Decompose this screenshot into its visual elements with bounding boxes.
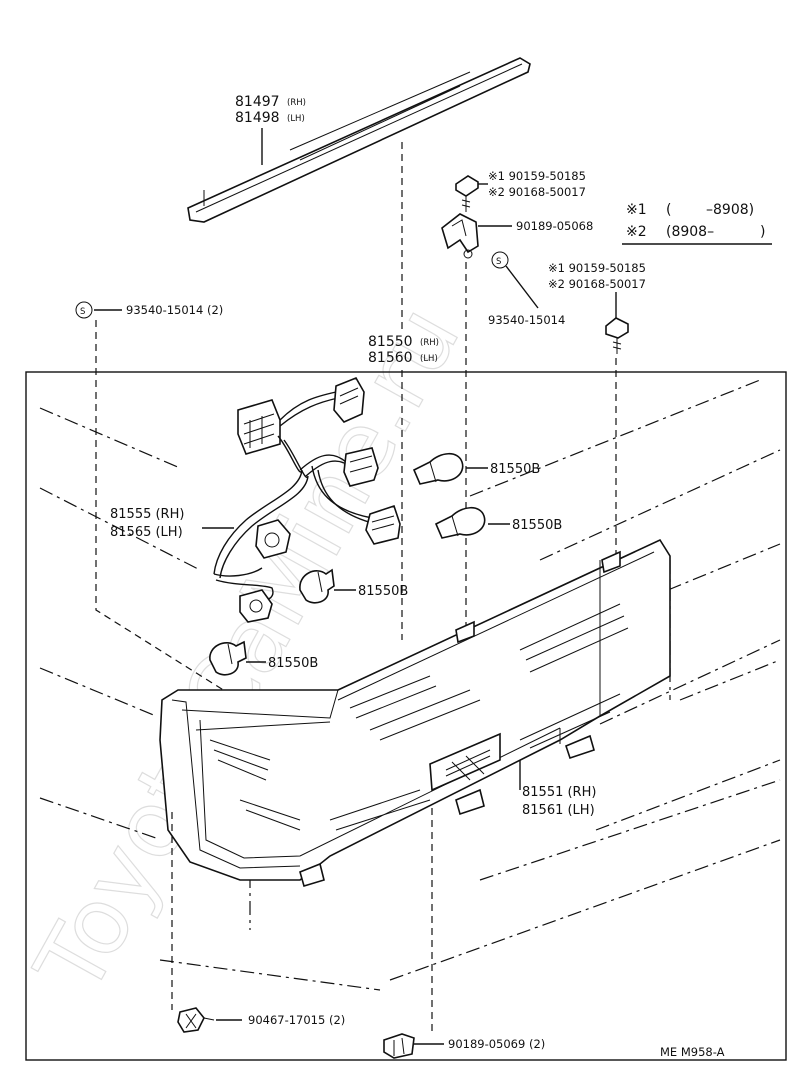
- label-nut-left: 93540-15014 (2): [126, 303, 223, 317]
- bulb-icon-1: [412, 452, 464, 485]
- s-mark-label: S: [496, 257, 501, 267]
- garnish-moulding: [187, 57, 531, 223]
- label-lens-rh: 81551 (RH): [522, 785, 596, 800]
- tail-lamp-lens: [159, 538, 671, 887]
- screw-icon: [177, 1007, 215, 1033]
- watermark: ToyotaCaMine.ru: [15, 289, 480, 1012]
- legend-open-2: (8908–: [666, 224, 714, 240]
- bracket-icon: [441, 213, 479, 259]
- label-lamp-lh-side: (LH): [420, 354, 438, 364]
- legend-close-2: ): [760, 224, 765, 240]
- socket-harness: [213, 376, 401, 623]
- label-lamp-rh-side: (RH): [420, 338, 439, 348]
- label-socket-rh: 81555 (RH): [110, 507, 184, 522]
- legend: ※1 ( –8908) ※2 (8908– ): [622, 202, 772, 245]
- label-moulding-lh-side: (LH): [287, 114, 305, 124]
- bulb-icon-4: [209, 640, 247, 676]
- label-socket-lh: 81565 (LH): [110, 525, 183, 540]
- label-lens-lh: 81561 (LH): [522, 803, 595, 818]
- bulb-icon-3: [299, 568, 335, 604]
- legend-open-1: (: [666, 202, 671, 218]
- label-nut-bracket: 93540-15014: [488, 313, 565, 327]
- bolt-top-icon: [455, 175, 479, 212]
- label-screw: 90467-17015 (2): [248, 1013, 345, 1027]
- label-bracket: 90189-05068: [516, 219, 593, 233]
- s-mark-left-icon: [75, 301, 93, 319]
- label-clip: 90189-05069 (2): [448, 1037, 545, 1051]
- label-moulding-lh: 81498: [235, 110, 280, 126]
- bulb-icon-2: [434, 506, 486, 539]
- label-bolt-side-1: ※1 90159-50185: [548, 261, 646, 275]
- assembly-frame: [25, 371, 787, 1061]
- bolt-side-icon: [605, 317, 629, 354]
- label-moulding-rh-side: (RH): [287, 98, 306, 108]
- label-bulb-1: 81550B: [490, 462, 540, 477]
- label-moulding-rh: 81497: [235, 94, 280, 110]
- label-bolt-top-1: ※1 90159-50185: [488, 169, 586, 183]
- label-bolt-side-2: ※2 90168-50017: [548, 277, 646, 291]
- label-bulb-2: 81550B: [512, 518, 562, 533]
- label-bulb-3: 81550B: [358, 584, 408, 599]
- s-mark-left-label: S: [80, 307, 85, 317]
- label-bolt-top-2: ※2 90168-50017: [488, 185, 586, 199]
- label-lamp-rh: 81550: [368, 334, 413, 350]
- s-mark-icon: [491, 251, 509, 269]
- diagram-code: ME M958-A: [660, 1045, 725, 1059]
- legend-mark-1: ※1: [626, 202, 647, 218]
- clip-icon: [383, 1033, 415, 1059]
- label-lamp-lh: 81560: [368, 350, 413, 366]
- label-bulb-4: 81550B: [268, 656, 318, 671]
- legend-range-1: –8908): [706, 202, 754, 218]
- legend-mark-2: ※2: [626, 224, 647, 240]
